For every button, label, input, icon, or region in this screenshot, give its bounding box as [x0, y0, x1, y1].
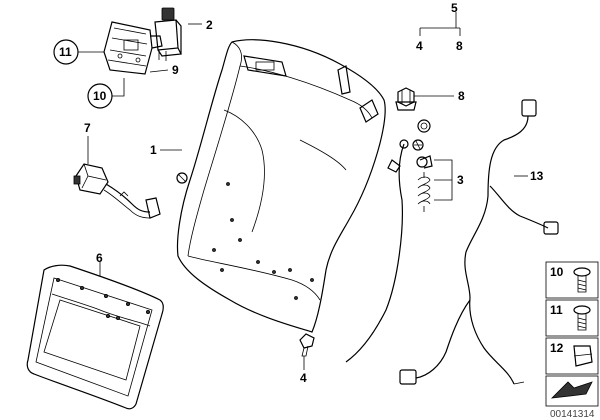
- back-panel-part-6: [26, 264, 164, 410]
- callout-13: 13: [530, 169, 544, 183]
- leader-lines: [78, 12, 528, 370]
- cable-rod: [345, 139, 409, 363]
- legend-box-10: [545, 261, 599, 299]
- callout-2: 2: [206, 18, 213, 32]
- clip-icon: [573, 345, 593, 367]
- screw-part-4: [299, 333, 315, 357]
- arrow-icon: [550, 381, 593, 399]
- callout-10-circle: 10: [87, 83, 113, 109]
- legend-label-12: 12: [550, 341, 564, 355]
- fastener-legend: 10 11 12: [545, 261, 599, 407]
- callout-10: 10: [93, 89, 107, 103]
- callout-labels: 1 2 3 4 4 5 6 7 8 8 9 10 11 13: [53, 1, 544, 385]
- spring-set-part-3: [412, 119, 433, 212]
- backrest-part-1: [176, 39, 386, 333]
- callout-1: 1: [150, 143, 157, 157]
- legend-box-arrow: [545, 375, 599, 407]
- callout-11-circle: 11: [53, 39, 79, 65]
- callout-11: 11: [59, 45, 72, 59]
- screw-icon: [573, 305, 591, 331]
- legend-box-12: [545, 337, 599, 375]
- callout-8-top: 8: [456, 39, 463, 53]
- callout-7: 7: [84, 121, 91, 135]
- callout-8-right: 8: [458, 89, 465, 103]
- callout-5: 5: [451, 1, 458, 15]
- catalog-number: 00141314: [550, 409, 595, 420]
- callout-6: 6: [96, 251, 103, 265]
- callout-9: 9: [172, 63, 179, 77]
- callout-4-bottom: 4: [300, 371, 307, 385]
- wiring-harness-part-13: [399, 99, 559, 385]
- bolt-icon: [573, 267, 591, 293]
- motor-part-7: [73, 163, 161, 219]
- callout-4-top: 4: [416, 39, 423, 53]
- legend-box-11: [545, 299, 599, 337]
- legend-label-10: 10: [550, 265, 564, 279]
- legend-label-11: 11: [550, 303, 563, 317]
- callout-3: 3: [457, 173, 464, 187]
- bracket-part-9: [103, 21, 163, 75]
- clip-part-8: [395, 87, 417, 111]
- relay-part-2: [154, 7, 182, 61]
